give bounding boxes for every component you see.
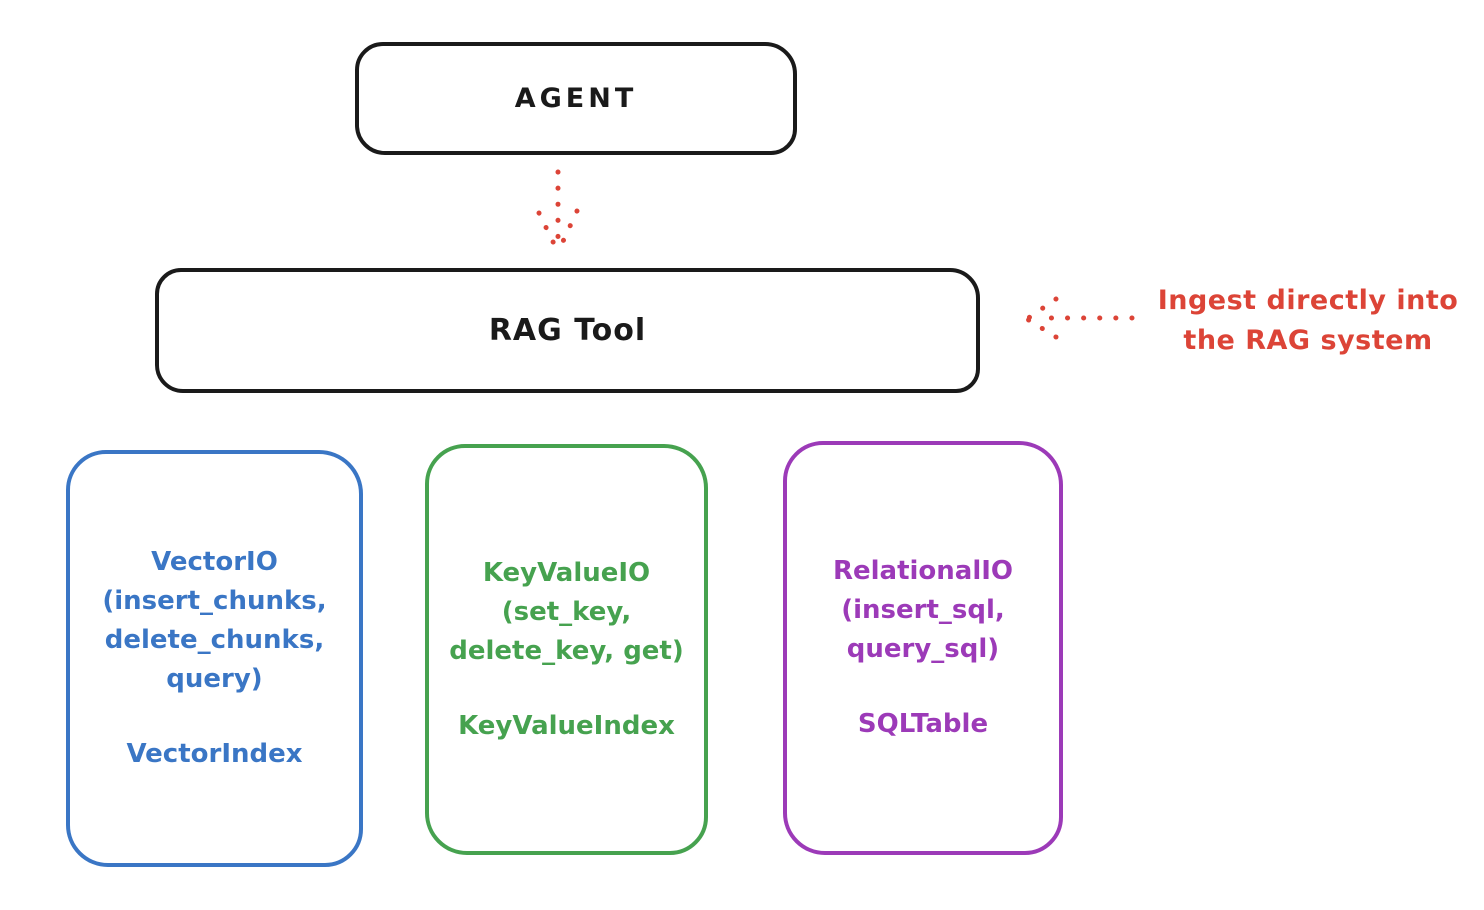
ingest-annotation-arrow <box>1024 296 1135 340</box>
ingest-annotation: Ingest directly into the RAG system <box>1140 281 1476 361</box>
keyvalueio-line: KeyValueIO <box>482 557 651 588</box>
relationalio-signature: RelationalIO (insert_sql, query_sql) <box>833 552 1013 669</box>
ingest-annotation-line2: the RAG system <box>1183 325 1433 356</box>
keyvalueio-index-label: KeyValueIndex <box>458 710 675 741</box>
vectorio-signature: VectorIO (insert_chunks, delete_chunks, … <box>102 543 326 699</box>
relationalio-index-label: SQLTable <box>857 709 989 739</box>
relationalio-line: query_sql) <box>846 634 1000 664</box>
keyvalueio-signature: KeyValueIO (set_key, delete_key, get) <box>449 554 684 671</box>
ingest-annotation-line1: Ingest directly into <box>1157 285 1459 316</box>
vectorio-line: (insert_chunks, <box>102 586 327 616</box>
agent-node[interactable]: AGENT <box>355 42 797 155</box>
keyvalueio-line: delete_key, get) <box>449 635 684 666</box>
vectorio-line: query) <box>166 664 263 694</box>
agent-label: AGENT <box>514 83 638 114</box>
relationalio-line: RelationalIO <box>832 556 1014 586</box>
keyvalueio-node[interactable]: KeyValueIO (set_key, delete_key, get) Ke… <box>425 444 708 855</box>
agent-to-ragtool-arrow <box>536 169 580 253</box>
keyvalueio-line: (set_key, <box>501 596 632 627</box>
vectorio-line: VectorIO <box>151 547 278 577</box>
vectorio-index-label: VectorIndex <box>126 739 303 769</box>
vectorio-line: delete_chunks, <box>104 625 325 655</box>
relationalio-line: (insert_sql, <box>841 595 1005 625</box>
rag-tool-node[interactable]: RAG Tool <box>155 268 980 393</box>
vectorio-node[interactable]: VectorIO (insert_chunks, delete_chunks, … <box>66 450 363 867</box>
rag-tool-label: RAG Tool <box>488 313 647 348</box>
relationalio-node[interactable]: RelationalIO (insert_sql, query_sql) SQL… <box>783 441 1063 855</box>
